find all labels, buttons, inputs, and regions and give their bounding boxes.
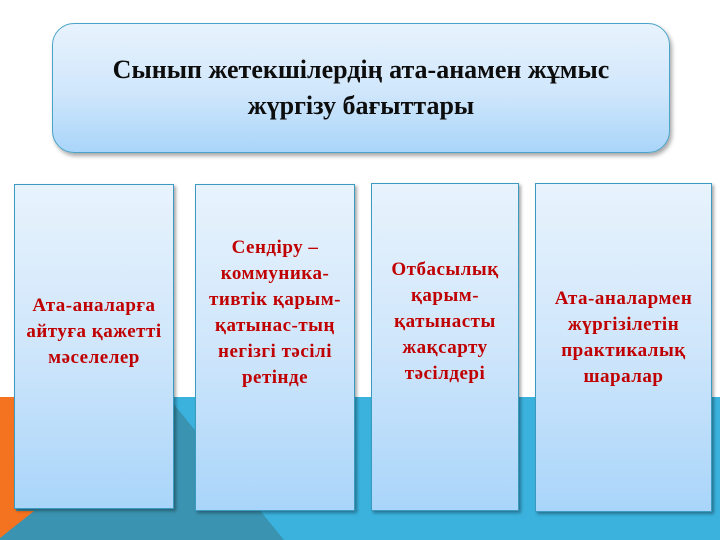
card-practical-measures: Ата-аналармен жүргізілетін практикалық ш…: [535, 183, 712, 512]
card-label: Ата-аналармен жүргізілетін практикалық ш…: [554, 287, 693, 387]
title-box: Сынып жетекшілердің ата-анамен жұмыс жүр…: [52, 23, 670, 153]
card-persuasion: Сендіру – коммуника-тивтік қарым-қатынас…: [195, 184, 355, 511]
card-label: Отбасылық қарым-қатынасты жақсарту тәсіл…: [391, 259, 499, 384]
card-parent-issues: Ата-аналарға айтуға қажетті мәселелер: [14, 184, 174, 509]
slide-title: Сынып жетекшілердің ата-анамен жұмыс жүр…: [112, 55, 610, 120]
card-label: Ата-аналарға айтуға қажетті мәселелер: [26, 294, 162, 368]
card-family-communication: Отбасылық қарым-қатынасты жақсарту тәсіл…: [371, 183, 519, 511]
card-label: Сендіру – коммуника-тивтік қарым-қатынас…: [209, 236, 341, 388]
